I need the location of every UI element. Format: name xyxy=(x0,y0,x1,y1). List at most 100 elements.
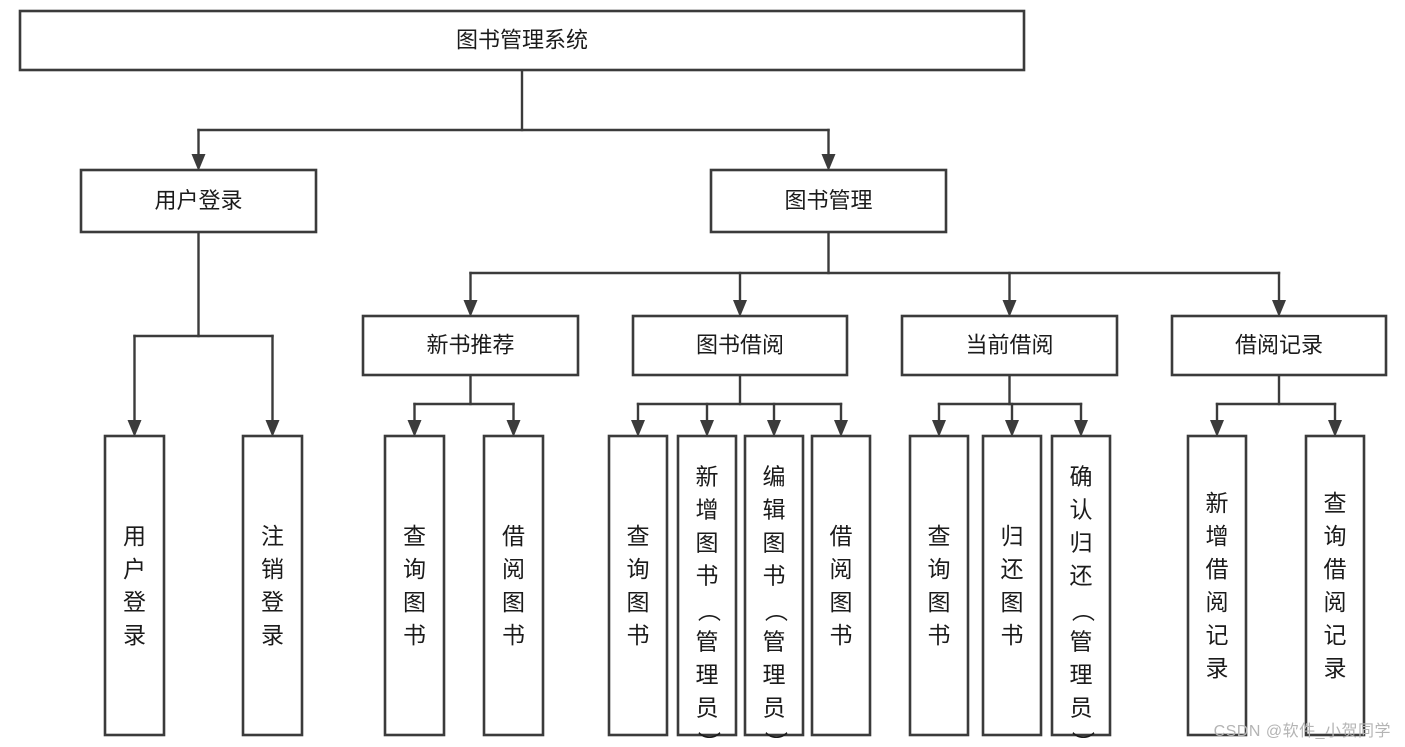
node-label-char: 阅 xyxy=(1206,589,1229,615)
node-label-char: 新 xyxy=(696,464,719,490)
node-label-char: （ xyxy=(1070,599,1096,622)
node-leaf-user-login[interactable]: 用户登录 xyxy=(103,434,166,737)
node-box xyxy=(482,434,545,737)
node-label-char: 图 xyxy=(830,589,853,615)
node-box xyxy=(709,168,948,234)
node-label-char: （ xyxy=(763,599,789,622)
node-label: 图书管理 xyxy=(784,188,872,213)
node-label-char: 借 xyxy=(1324,556,1347,582)
node-box xyxy=(1050,434,1112,737)
arrow-head-icon xyxy=(127,420,142,437)
node-box xyxy=(103,434,166,737)
node-label-char: 书 xyxy=(696,563,719,589)
arrow-head-icon xyxy=(821,154,836,171)
arrow-head-icon xyxy=(1272,300,1286,317)
node-label-char: 归 xyxy=(1001,523,1024,549)
node-label-char: 登 xyxy=(123,589,146,615)
node-label-char: 书 xyxy=(830,622,853,648)
node-label-char: 录 xyxy=(261,622,284,648)
node-label-char: 询 xyxy=(1324,523,1347,549)
arrow-head-icon xyxy=(733,300,747,317)
node-label-char: 理 xyxy=(1070,662,1093,688)
node-label-char: 图 xyxy=(403,589,426,615)
node-new-book-rec[interactable]: 新书推荐 xyxy=(361,314,580,377)
node-box xyxy=(676,434,738,737)
arrow-head-icon xyxy=(1328,420,1342,437)
node-label-char: 查 xyxy=(1324,490,1347,516)
node-label-char: 阅 xyxy=(502,556,525,582)
node-label-char: ） xyxy=(1070,731,1096,747)
node-label-char: 认 xyxy=(1070,497,1093,523)
node-label-char: 书 xyxy=(1001,622,1024,648)
node-label-char: 图 xyxy=(928,589,951,615)
node-label-char: 借 xyxy=(830,523,853,549)
node-label-char: 阅 xyxy=(830,556,853,582)
arrow-head-icon xyxy=(265,420,280,437)
node-user-login[interactable]: 用户登录 xyxy=(79,168,318,234)
node-book-borrow[interactable]: 图书借阅 xyxy=(631,314,849,377)
node-current-borrow[interactable]: 当前借阅 xyxy=(900,314,1119,377)
node-layer: 图书管理系统用户登录图书管理新书推荐图书借阅当前借阅借阅记录用户登录注销登录查询… xyxy=(18,9,1388,747)
node-label-char: 查 xyxy=(627,523,650,549)
node-label-char: 录 xyxy=(123,622,146,648)
node-box xyxy=(900,314,1119,377)
node-box xyxy=(607,434,669,737)
arrow-head-icon xyxy=(631,420,645,437)
node-label-char: 增 xyxy=(696,497,719,523)
node-box xyxy=(908,434,970,737)
node-label-char: 销 xyxy=(261,556,284,582)
node-label-char: 记 xyxy=(1206,622,1229,648)
edge-group-borrow-record xyxy=(1210,373,1342,437)
arrow-head-icon xyxy=(1005,420,1019,437)
node-label-char: 图 xyxy=(763,530,786,556)
node-label-char: 管 xyxy=(763,629,786,655)
node-label-char: 图 xyxy=(696,530,719,556)
arrow-head-icon xyxy=(700,420,714,437)
node-borrow-record[interactable]: 借阅记录 xyxy=(1170,314,1388,377)
node-label-char: 书 xyxy=(502,622,525,648)
node-label-char: 归 xyxy=(1070,530,1093,556)
node-label-char: 理 xyxy=(763,662,786,688)
arrow-head-icon xyxy=(506,420,521,437)
node-label-char: 借 xyxy=(502,523,525,549)
node-label-char: 询 xyxy=(403,556,426,582)
node-label: 借阅记录 xyxy=(1235,332,1323,357)
node-box xyxy=(361,314,580,377)
node-label-char: 员 xyxy=(696,695,719,721)
node-box xyxy=(18,9,1026,72)
node-label-char: 登 xyxy=(261,589,284,615)
node-label-char: 询 xyxy=(627,556,650,582)
arrow-head-icon xyxy=(1002,300,1017,317)
node-label-char: 辑 xyxy=(763,497,786,523)
node-label: 当前借阅 xyxy=(965,332,1053,357)
connector-layer xyxy=(127,68,1342,437)
node-label-char: 注 xyxy=(261,523,284,549)
node-label-char: 记 xyxy=(1324,622,1347,648)
node-label-char: 书 xyxy=(763,563,786,589)
arrow-head-icon xyxy=(1074,420,1088,437)
node-label-char: 还 xyxy=(1070,563,1093,589)
node-label-char: 还 xyxy=(1001,556,1024,582)
node-box xyxy=(241,434,304,737)
node-box xyxy=(810,434,872,737)
edge-group-current-borrow xyxy=(932,373,1088,437)
node-label-char: ） xyxy=(763,731,789,747)
node-label-char: 增 xyxy=(1206,523,1229,549)
arrow-head-icon xyxy=(834,420,848,437)
arrow-head-icon xyxy=(932,420,946,437)
node-book-manage[interactable]: 图书管理 xyxy=(709,168,948,234)
node-root[interactable]: 图书管理系统 xyxy=(18,9,1026,72)
